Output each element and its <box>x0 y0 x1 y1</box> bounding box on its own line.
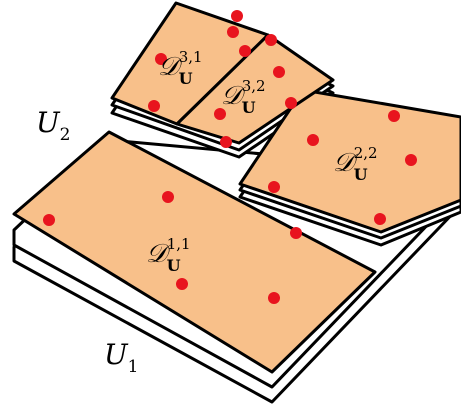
sample-point <box>290 227 302 239</box>
sample-point <box>405 154 417 166</box>
level-label-u2: U2 <box>36 106 70 145</box>
sample-point <box>162 191 174 203</box>
sample-point <box>214 108 226 120</box>
sample-point <box>148 100 160 112</box>
sample-points-region-1-1 <box>43 191 302 304</box>
level-label-u1: U1 <box>104 338 138 377</box>
sample-point <box>273 66 285 78</box>
sample-point <box>220 136 232 148</box>
sample-point <box>227 26 239 38</box>
sample-point <box>265 34 277 46</box>
sample-point <box>268 181 280 193</box>
sample-point <box>155 53 167 65</box>
sample-point <box>43 214 55 226</box>
sample-points-region-3-1 <box>148 10 243 112</box>
sample-point <box>388 110 400 122</box>
sample-point <box>307 134 319 146</box>
sample-points-region-3-2 <box>214 34 297 148</box>
region-tile-1-1 <box>12 130 377 374</box>
sample-point <box>374 213 386 225</box>
sample-point <box>231 10 243 22</box>
sample-point <box>176 278 188 290</box>
sample-point <box>239 45 251 57</box>
sample-points-region-2-2 <box>268 110 417 225</box>
sample-point <box>285 97 297 109</box>
sample-point <box>268 292 280 304</box>
